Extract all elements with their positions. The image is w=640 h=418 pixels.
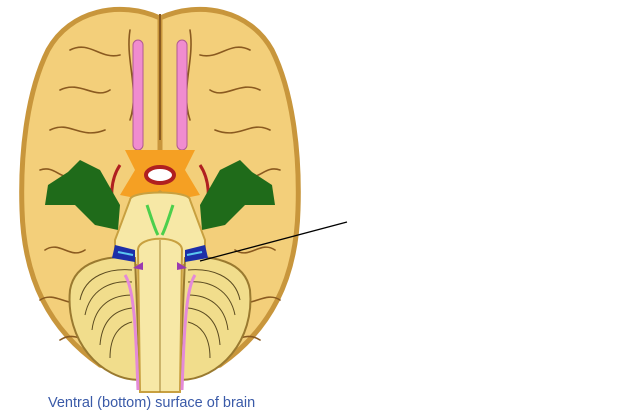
pointer-line bbox=[199, 221, 348, 262]
cranial-nerves bbox=[112, 245, 208, 391]
temporal-regions bbox=[45, 160, 275, 230]
diagram-caption: Ventral (bottom) surface of brain bbox=[48, 395, 256, 411]
cerebellum bbox=[68, 256, 252, 382]
olfactory-tracts bbox=[132, 39, 188, 151]
